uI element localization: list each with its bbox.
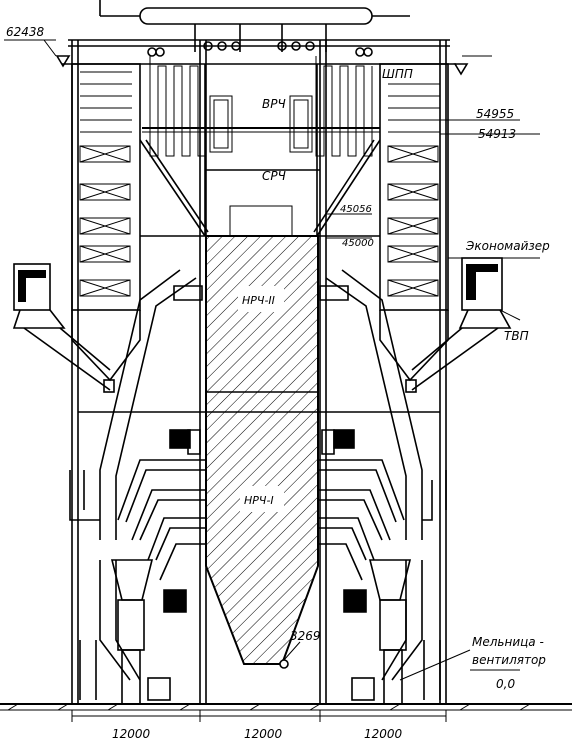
elevation-ground: 0,0 (496, 677, 515, 691)
ground-line (0, 703, 572, 711)
span-2: 12000 (244, 727, 283, 741)
span-3: 12000 (364, 727, 403, 741)
superheater-coils (142, 56, 380, 157)
label-air-heater: ТВП (504, 329, 529, 343)
furnace-body (205, 235, 319, 669)
zone-vrch: ВРЧ (262, 97, 286, 111)
right-coal-ducts (318, 269, 447, 705)
label-mill-1: Мельница - (472, 635, 544, 649)
left-coal-ducts (69, 269, 206, 705)
elevation-45056: 45056 (340, 204, 372, 215)
zone-nrch-1: НРЧ-I (244, 494, 274, 507)
top-piping (55, 0, 469, 76)
label-mill-2: вентилятор (472, 653, 546, 667)
zone-srch: СРЧ (262, 169, 286, 183)
elevation-54913: 54913 (478, 127, 516, 141)
elevation-3269: 3269 (290, 629, 321, 643)
span-1: 12000 (112, 727, 151, 741)
right-convective-shaft (379, 63, 449, 393)
elevation-top: 62438 (6, 25, 45, 39)
furnace-walls (139, 139, 381, 237)
elevation-54955: 54955 (476, 107, 514, 121)
left-air-heater (12, 263, 111, 391)
leader-lines (4, 39, 540, 722)
elevation-45000: 45000 (342, 238, 374, 249)
right-air-heater (411, 257, 512, 391)
zone-nrch-2: НРЧ-II (242, 294, 275, 307)
zone-shpp: ШПП (382, 67, 413, 81)
label-economizer: Экономайзер (465, 239, 550, 253)
